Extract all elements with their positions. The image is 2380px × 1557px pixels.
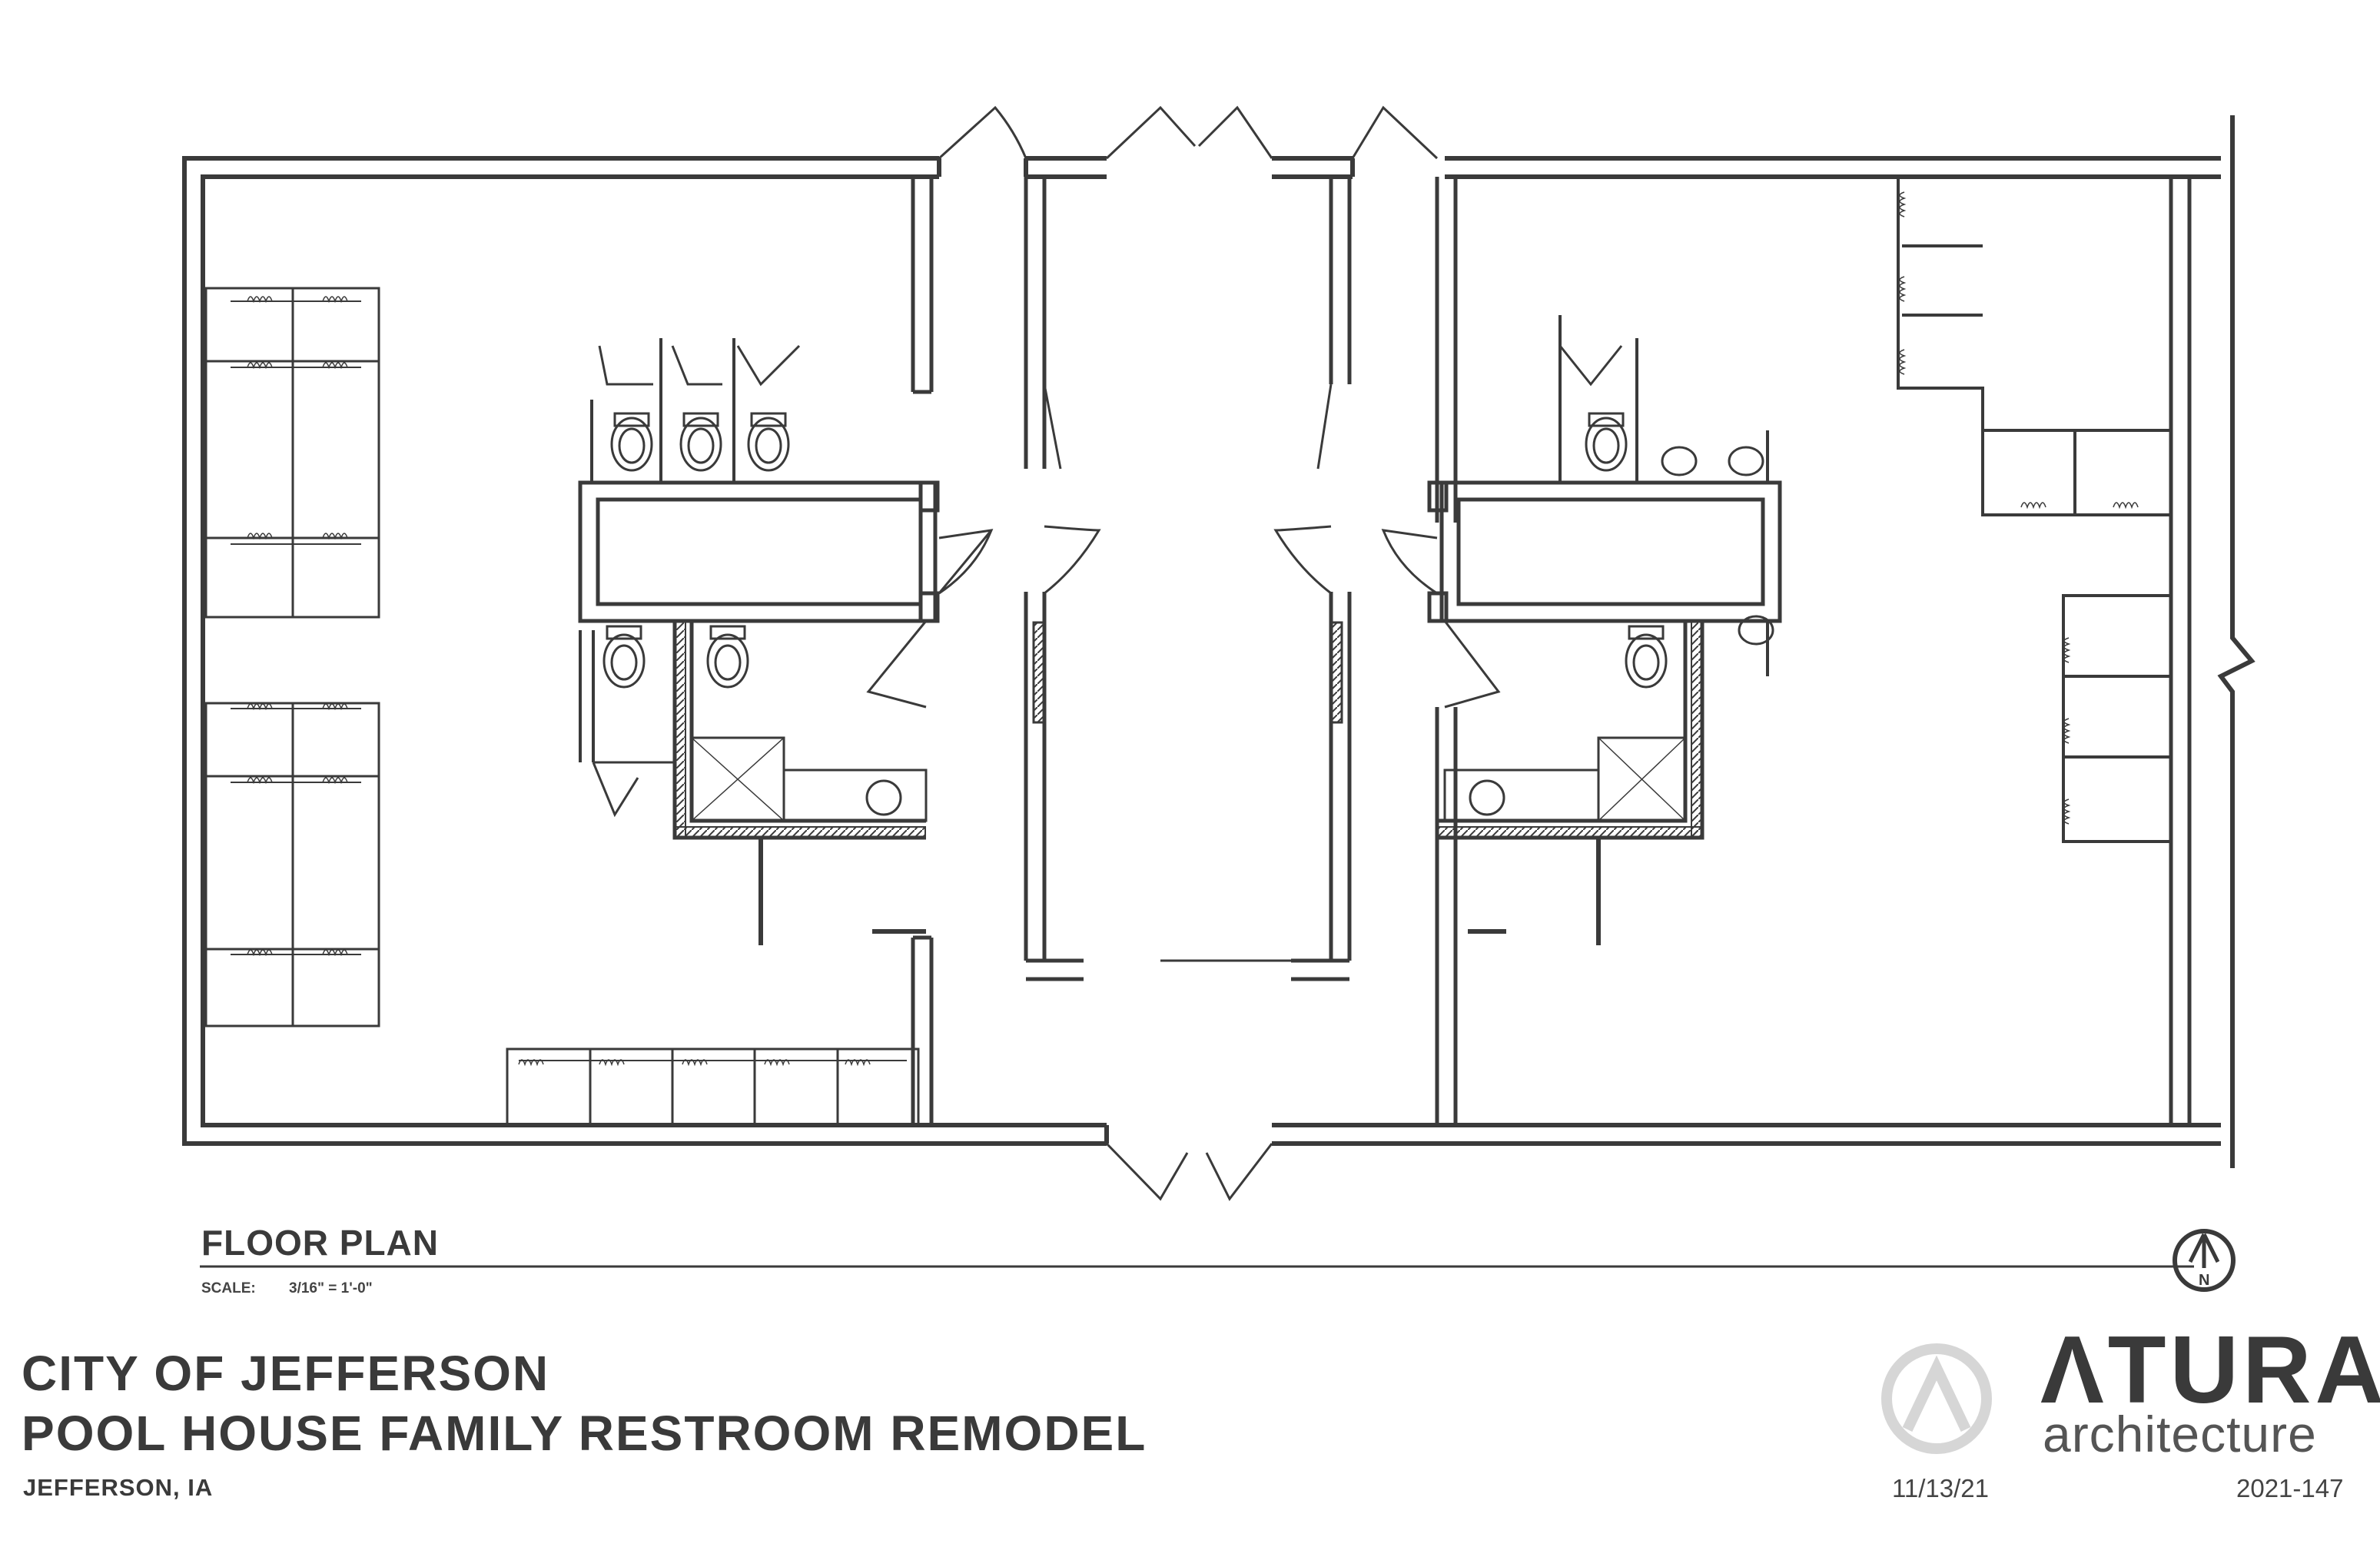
changing-cubicles-left (204, 287, 920, 1127)
restroom-core-left (578, 338, 940, 945)
north-arrow-icon: N (2173, 1229, 2236, 1292)
firm-brand-name: ΛTURA (2040, 1317, 2380, 1423)
interior-walls (911, 177, 2192, 1125)
project-client: CITY OF JEFFERSON (22, 1346, 550, 1401)
door-swings (592, 105, 1501, 1201)
north-arrow-letter: N (2199, 1272, 2209, 1289)
changing-cubicles-right (1897, 177, 2173, 843)
drawing-date: 11/13/21 (1892, 1474, 1990, 1502)
hanger-marks (247, 191, 2139, 1067)
project-number: 2021-147 (2236, 1474, 2344, 1502)
scale-value: 3/16" = 1'-0" (289, 1280, 373, 1296)
firm-brand-subtitle: architecture (2043, 1406, 2317, 1462)
scale-note: SCALE: 3/16" = 1'-0" (201, 1280, 373, 1297)
toilet-fixtures (602, 412, 1774, 689)
project-title: POOL HOUSE FAMILY RESTROOM REMODEL (22, 1406, 1147, 1461)
project-location: JEFFERSON, IA (23, 1474, 214, 1501)
restroom-core-right (1427, 315, 1782, 945)
atura-logo-icon (1881, 1343, 1992, 1454)
exterior-walls (182, 115, 2256, 1168)
drawing-title: FLOOR PLAN (201, 1223, 439, 1263)
scale-label: SCALE: (201, 1280, 256, 1296)
